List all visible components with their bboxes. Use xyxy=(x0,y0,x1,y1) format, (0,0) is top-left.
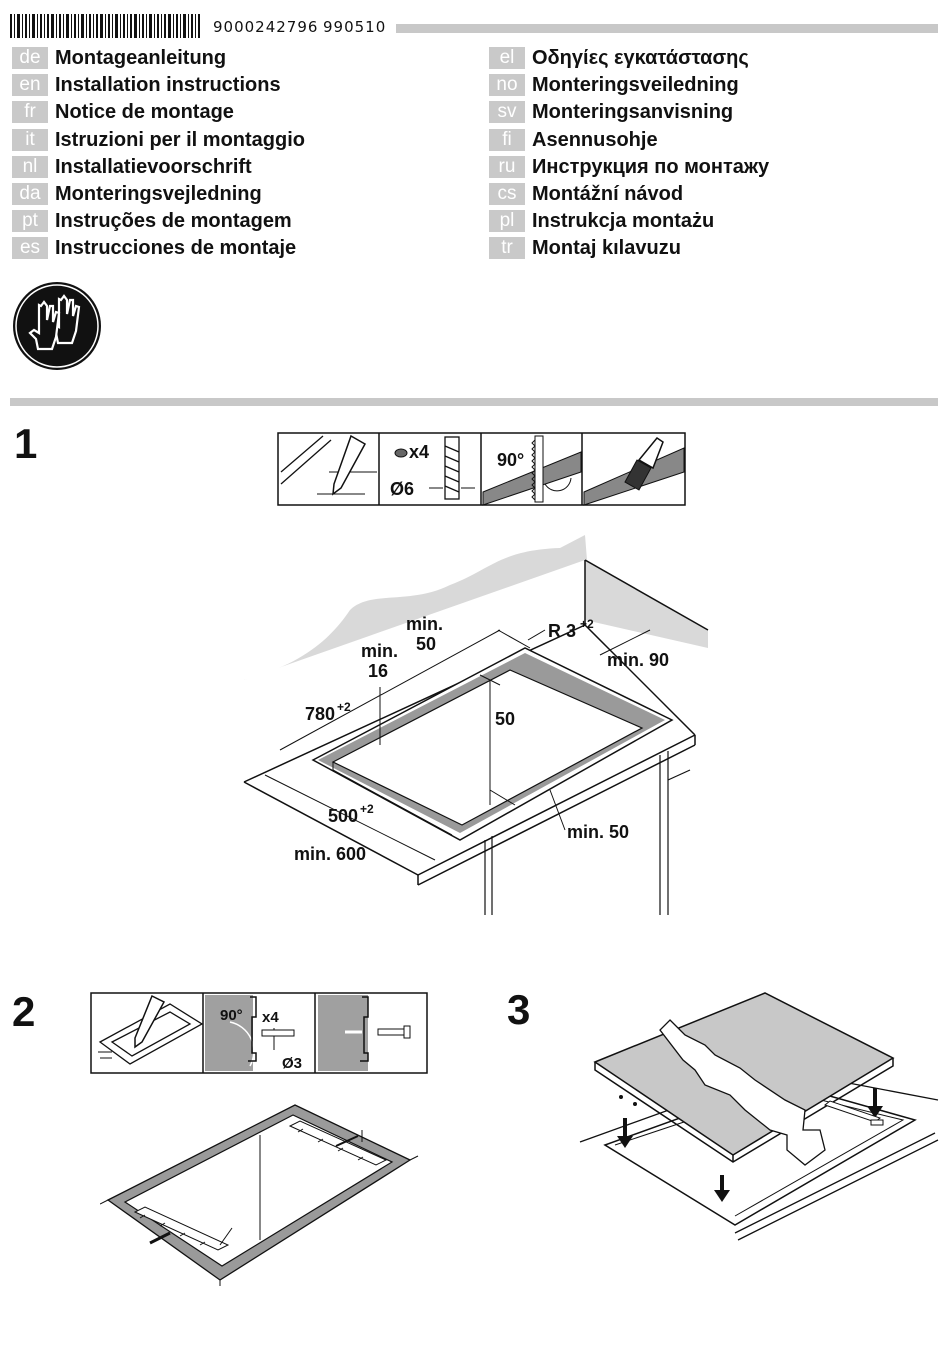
language-row-fi: fi Asennusohje xyxy=(489,128,658,152)
dim-min90: min. 90 xyxy=(607,650,669,670)
dim-min16-line1: min. xyxy=(361,641,398,661)
section-divider xyxy=(10,398,938,406)
document-date-code: 990510 xyxy=(323,18,387,36)
language-title: Monteringsveiledning xyxy=(532,73,739,96)
svg-text:Ø3: Ø3 xyxy=(282,1055,302,1072)
language-row-cs: cs Montážní návod xyxy=(489,182,683,206)
down-arrow-icon xyxy=(617,1118,633,1148)
language-row-no: no Monteringsveiledning xyxy=(489,73,739,97)
dim-min50-top-line1: min. xyxy=(406,614,443,634)
step-1-tool-panel: x4 Ø6 90° xyxy=(277,432,686,506)
language-title: Instrucciones de montaje xyxy=(55,236,297,259)
language-row-nl: nl Installatievoorschrift xyxy=(12,155,252,179)
barcode xyxy=(10,14,200,38)
language-title: Instrukcja montażu xyxy=(532,209,715,232)
dim-min600: min. 600 xyxy=(294,844,366,864)
step-1-cutout-diagram: min. 50 min. 16 R 3 +2 min. 90 780 +2 50… xyxy=(243,535,709,915)
language-title: Installatievoorschrift xyxy=(55,155,252,178)
language-row-sv: sv Monteringsanvisning xyxy=(489,100,733,124)
svg-text:90°: 90° xyxy=(220,1007,243,1024)
dim-min50-top-line2: 50 xyxy=(416,634,436,654)
language-title: Montageanleitung xyxy=(55,46,227,69)
document-number: 9000242796 xyxy=(213,18,319,36)
language-title: Installation instructions xyxy=(55,73,281,96)
dim-inner-50: 50 xyxy=(495,709,515,729)
language-title: Monteringsanvisning xyxy=(532,100,734,123)
mounting-bracket xyxy=(133,1206,233,1251)
step-2-tool-panel: 90° x4 Ø3 xyxy=(90,992,428,1074)
language-code: pt xyxy=(12,210,48,232)
language-code: cs xyxy=(489,183,525,205)
language-code: it xyxy=(12,129,48,151)
cut-break-mark xyxy=(659,1019,826,1166)
dim-depth: 500 xyxy=(328,806,358,826)
language-row-es: es Instrucciones de montaje xyxy=(12,236,296,260)
language-row-fr: fr Notice de montage xyxy=(12,100,234,124)
down-arrow-icon xyxy=(867,1088,883,1118)
language-code: no xyxy=(489,74,525,96)
step-3-hob-insertion-diagram xyxy=(579,992,939,1241)
language-code: ru xyxy=(489,156,525,178)
language-code: da xyxy=(12,183,48,205)
bracket-screw-icon xyxy=(318,995,411,1071)
language-title: Instruções de montagem xyxy=(55,209,292,232)
step-2-bracket-diagram xyxy=(100,1104,419,1286)
language-row-en: en Installation instructions xyxy=(12,73,281,97)
header-rule xyxy=(396,24,938,33)
language-row-pt: pt Instruções de montagem xyxy=(12,209,292,233)
language-row-el: el Οδηγίες εγκατάστασης xyxy=(489,46,749,70)
svg-text:x4: x4 xyxy=(262,1009,279,1026)
mounting-bracket xyxy=(823,1100,884,1126)
down-arrow-icon xyxy=(714,1175,730,1202)
dim-radius: R 3 xyxy=(548,621,576,641)
mounting-bracket xyxy=(288,1120,388,1166)
language-code: en xyxy=(12,74,48,96)
step-1-number: 1 xyxy=(14,420,38,467)
language-code: tr xyxy=(489,237,525,259)
dim-width: 780 xyxy=(305,704,335,724)
dim-min50-front: min. 50 xyxy=(567,822,629,842)
dim-depth-tolerance: +2 xyxy=(360,802,374,816)
language-row-de: de Montageanleitung xyxy=(12,46,226,70)
language-code: es xyxy=(12,237,48,259)
step-2-number: 2 xyxy=(12,988,36,1035)
language-row-ru: ru Инструкция по монтажу xyxy=(489,155,769,179)
language-title: Asennusohje xyxy=(532,128,658,151)
svg-text:Ø6: Ø6 xyxy=(390,479,414,499)
language-row-it: it Istruzioni per il montaggio xyxy=(12,128,305,152)
language-code: fi xyxy=(489,129,525,151)
svg-text:90°: 90° xyxy=(497,450,524,470)
pencil-marking-icon xyxy=(98,994,204,1065)
step-3-number: 3 xyxy=(507,986,531,1033)
language-title: Οδηγίες εγκατάστασης xyxy=(532,46,749,69)
bracket-screw-drill-icon: 90° x4 Ø3 xyxy=(205,995,302,1072)
dim-radius-tolerance: +2 xyxy=(580,617,594,631)
language-code: fr xyxy=(12,101,48,123)
language-title: Montaj kılavuzu xyxy=(532,236,681,259)
language-code: de xyxy=(12,47,48,69)
language-row-tr: tr Montaj kılavuzu xyxy=(489,236,681,260)
gloves-safety-icon xyxy=(13,282,101,370)
language-title: Istruzioni per il montaggio xyxy=(55,128,305,151)
language-title: Инструкция по монтажу xyxy=(532,155,770,178)
language-title: Notice de montage xyxy=(55,100,234,123)
language-code: el xyxy=(489,47,525,69)
language-code: pl xyxy=(489,210,525,232)
drill-bit-icon: x4 Ø6 xyxy=(390,436,475,500)
dim-min16-line2: 16 xyxy=(368,661,388,681)
language-row-da: da Monteringsvejledning xyxy=(12,182,262,206)
svg-text:x4: x4 xyxy=(409,442,429,462)
language-title: Monteringsvejledning xyxy=(55,182,262,205)
language-code: sv xyxy=(489,101,525,123)
brush-sealing-icon xyxy=(583,436,685,506)
language-title: Montážní návod xyxy=(532,182,684,205)
language-code: nl xyxy=(12,156,48,178)
pencil-marking-icon xyxy=(280,434,377,496)
saw-angle-icon: 90° xyxy=(482,435,582,506)
language-row-pl: pl Instrukcja montażu xyxy=(489,209,714,233)
dim-width-tolerance: +2 xyxy=(337,700,351,714)
